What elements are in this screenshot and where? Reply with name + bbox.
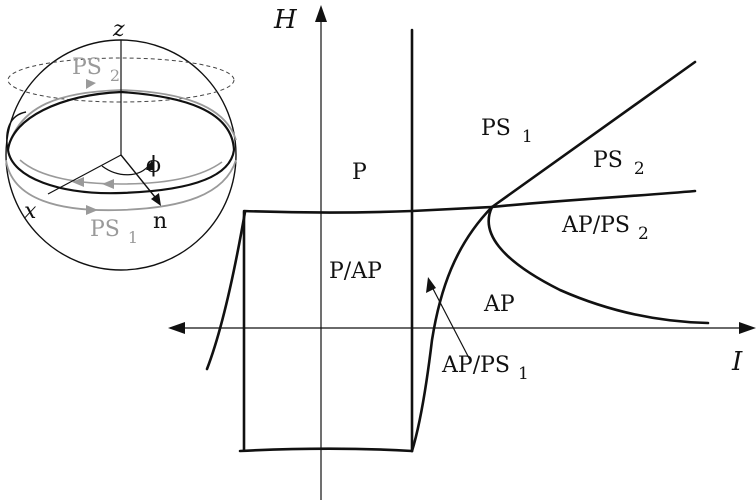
ap-ps1-arrow-line [429,282,471,361]
boundary-left-lower-tail [205,210,247,371]
region-ap-ps1-sub: 1 [518,364,529,384]
axes [168,5,756,500]
boundary-right-hysteresis [410,205,494,453]
i-axis-label: I [731,347,743,377]
ps1-inner-arrowhead [72,177,84,187]
sphere-z-label: z [112,17,125,42]
sphere-ps1-text: PS [90,217,120,242]
i-axis-left-arrowhead [168,322,185,334]
ps1-inner-arrowhead-2 [102,179,114,189]
sphere-x-label: x [24,199,37,224]
region-ps2-sub: 2 [634,159,645,179]
sphere-inset: z x n ϕ PS 2 PS 1 [5,17,237,271]
region-ps1-label: PS 1 [481,116,533,147]
phase-boundaries [205,28,710,453]
ap-ps1-arrowhead [426,277,436,293]
ps1-orbit-arrowhead [86,205,98,215]
phi-arc [101,163,151,176]
boundary-ap-ap-ps2 [487,205,710,325]
black-orbit-left-cap [6,111,27,151]
ps1-orbit-lower [5,159,237,212]
n-vector-line [120,154,160,203]
region-ps2-text: PS [593,148,623,173]
region-p-label: P [352,160,367,185]
region-ap-ps1-text: AP/PS [441,353,510,378]
region-ps2-label: PS 2 [593,148,645,179]
ps2-orbit-arrowhead [86,79,96,89]
region-ap-ps1-label: AP/PS 1 [441,353,529,384]
sphere-n-label: n [153,209,167,234]
h-axis-arrowhead [315,5,327,22]
sphere-ps1-label: PS 1 [90,217,138,247]
region-ap-label: AP [483,292,515,317]
region-p-ap-label: P/AP [329,259,382,284]
region-ap-ps2-text: AP/PS [561,213,630,238]
region-ps1-text: PS [481,116,511,141]
boundary-ps1-ps2 [490,60,697,209]
sphere-phi-label: ϕ [146,153,161,178]
region-ap-ps2-label: AP/PS 2 [561,213,649,244]
phi-arc-arrowhead [146,160,154,170]
x-axis-line [47,154,122,195]
ps1-orbit-inner [19,159,223,185]
sphere-ps2-label: PS 2 [72,55,120,85]
region-ap-ps2-sub: 2 [638,224,649,244]
equator-dashed [7,57,235,103]
black-orbit-lower [6,149,236,195]
n-vector-arrowhead [151,193,161,206]
ap-ps1-pointer [426,277,471,361]
i-axis-arrowhead [739,322,756,334]
boundary-ps2-ap-ps2 [490,189,697,209]
sphere-ps1-sub: 1 [128,228,138,247]
sphere-ps2-text: PS [72,55,102,80]
phase-diagram: H I P P/AP PS 1 PS 2 AP/PS 2 AP AP/PS 1 [168,5,756,500]
boundary-bottom-horizontal [238,447,414,453]
h-axis-label: H [273,5,298,35]
boundary-top-horizontal [242,205,494,214]
ps2-orbit-arc [7,89,237,149]
sphere-ps2-sub: 2 [110,66,120,85]
region-ps1-sub: 1 [522,127,533,147]
